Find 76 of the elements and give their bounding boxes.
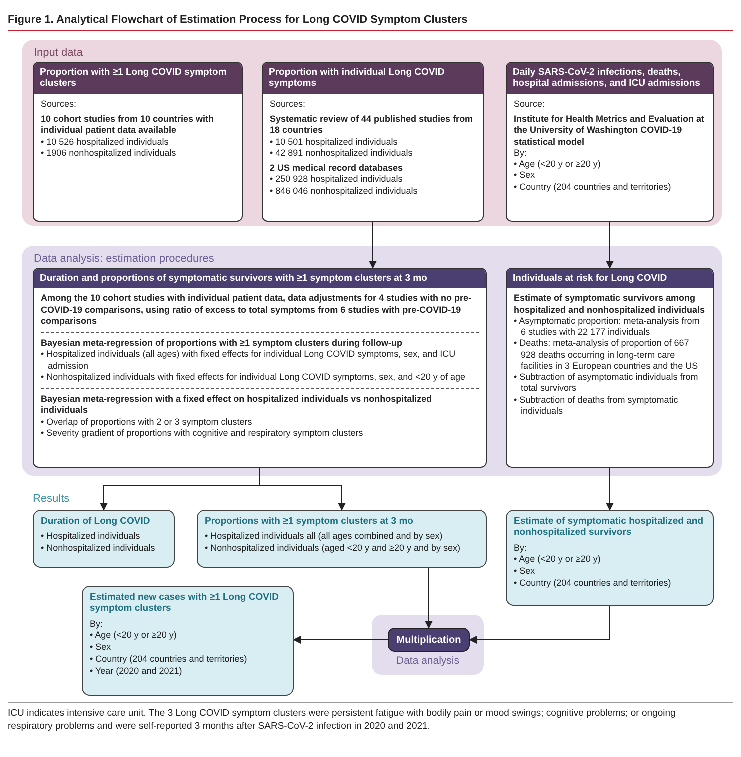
group-panel bbox=[372, 615, 484, 675]
group-label: Data analysis: estimation procedures bbox=[34, 252, 214, 267]
process-pill: Multiplication bbox=[388, 628, 470, 652]
body-text: By: bbox=[90, 618, 104, 630]
result-card bbox=[82, 586, 294, 696]
process-card bbox=[506, 268, 714, 468]
group-panel bbox=[22, 246, 722, 476]
arrow bbox=[606, 222, 614, 269]
process-card bbox=[33, 268, 487, 468]
bold-text: 10 cohort studies from 10 countries with individual patient data available bbox=[41, 114, 216, 137]
card-heading: Proportions with ≥1 symptom clusters at 3 mo bbox=[205, 516, 414, 528]
bullet-item: • Country (204 countries and territories) bbox=[514, 182, 672, 193]
caption-text: ICU indicates intensive care unit. The 3 Long COVID symptom clusters were persistent fatigue with bodily pain or mood swings; cognitive problems; or ongoing respiratory problems and were self-reported 3 months after SARS-CoV-2 infection in 2020 and 2021. bbox=[8, 708, 677, 734]
bullet-item: • 1906 nonhospitalized individuals bbox=[41, 148, 178, 160]
arrow bbox=[369, 222, 377, 269]
card-heading: Estimated new cases with ≥1 Long COVID symptom clusters bbox=[90, 592, 280, 615]
bullet-item: • Asymptomatic proportion: meta-analysis from 6 studies with 22 177 individuals bbox=[514, 316, 701, 338]
bullet-item: • Hospitalized individuals bbox=[41, 531, 142, 544]
arrow bbox=[293, 636, 388, 644]
process-card bbox=[33, 62, 243, 222]
card-header: Proportion with individual Long COVID symptoms bbox=[263, 63, 483, 94]
bullet-item: • 250 928 hospitalized individuals bbox=[270, 174, 404, 186]
group-label: Data analysis bbox=[395, 654, 461, 670]
card-heading: Estimate of symptomatic hospitalized and nonhospitalized survivors bbox=[514, 516, 705, 539]
arrow bbox=[469, 606, 610, 644]
body-text: By: bbox=[514, 148, 528, 160]
bullet-item: • Country (204 countries and territories) bbox=[514, 578, 672, 590]
card-header: Individuals at risk for Long COVID bbox=[507, 269, 713, 288]
bullet-item: • Subtraction of deaths from symptomatic individuals bbox=[514, 394, 680, 418]
bullet-item: • Sex bbox=[514, 566, 536, 578]
process-card bbox=[506, 62, 714, 222]
card-header: Proportion with ≥1 Long COVID symptom clusters bbox=[34, 63, 242, 94]
body-text: Source: bbox=[514, 98, 546, 110]
result-card bbox=[33, 510, 175, 568]
card-header: Duration and proportions of symptomatic survivors with ≥1 symptom clusters at 3 mo bbox=[34, 269, 486, 288]
body-text: Sources: bbox=[41, 98, 78, 110]
arrow bbox=[606, 468, 614, 511]
bullet-item: • Sex bbox=[90, 642, 112, 654]
bullet-item: • Age (<20 y or ≥20 y) bbox=[90, 630, 178, 642]
bullet-item: • Hospitalized individuals (all ages) with fixed effects for individual Long COVID symptoms, sex, and ICU admission bbox=[41, 349, 457, 372]
group-label: Input data bbox=[34, 46, 83, 61]
bullet-item: • Year (2020 and 2021) bbox=[90, 666, 184, 678]
group-panel bbox=[22, 40, 722, 226]
result-card bbox=[197, 510, 487, 568]
bullet-item: • Deaths: meta-analysis of proportion of 667 928 deaths occurring in long-term care facilities in 3 European countries and the US bbox=[514, 338, 700, 372]
bold-text: Bayesian meta-regression of proportions with ≥1 symptom clusters during follow-up bbox=[41, 338, 404, 350]
arrow bbox=[425, 568, 433, 629]
bullet-item: • Country (204 countries and territories) bbox=[90, 654, 248, 666]
body-text: Sources: bbox=[270, 98, 307, 110]
result-card bbox=[506, 510, 714, 606]
bullet-item: • Nonhospitalized individuals (aged <20 y and ≥20 y and by sex) bbox=[205, 543, 462, 555]
bullet-item: • Sex bbox=[514, 170, 536, 182]
card-header: Daily SARS-CoV-2 infections, deaths, hospital admissions, and ICU admissions bbox=[507, 63, 713, 94]
bullet-item: • Overlap of proportions with 2 or 3 symptom clusters bbox=[41, 416, 254, 428]
bullet-item: • Age (<20 y or ≥20 y) bbox=[514, 159, 602, 170]
bullet-item: • Severity gradient of proportions with cognitive and respiratory symptom clusters bbox=[41, 428, 364, 440]
figure-title: Figure 1. Analytical Flowchart of Estimation Process for Long COVID Symptom Clusters bbox=[8, 13, 468, 28]
card-heading: Duration of Long COVID bbox=[41, 516, 152, 528]
bold-text: 2 US medical record databases bbox=[270, 163, 404, 174]
bullet-item: • Hospitalized individuals all (all ages combined and by sex) bbox=[205, 531, 444, 544]
bullet-item: • 10 501 hospitalized individuals bbox=[270, 136, 399, 148]
bold-text: Systematic review of 44 published studies from 18 countries bbox=[270, 114, 474, 137]
bullet-item: • 846 046 nonhospitalized individuals bbox=[270, 186, 419, 197]
body-text: By: bbox=[514, 542, 528, 554]
bold-text: Bayesian meta-regression with a fixed effect on hospitalized individuals vs nonhospitalized individuals bbox=[41, 394, 434, 417]
bullet-item: • Age (<20 y or ≥20 y) bbox=[514, 554, 602, 566]
bullet-item: • Nonhospitalized individuals with fixed effects for individual Long COVID symptoms, sex, and <20 y of age bbox=[41, 372, 466, 384]
bullet-item: • 42 891 nonhospitalized individuals bbox=[270, 148, 414, 160]
bold-text: Estimate of symptomatic survivors among hospitalized and nonhospitalized individuals bbox=[514, 293, 706, 316]
bold-text: Institute for Health Metrics and Evaluation at the University of Washington COVID-19 statistical model bbox=[514, 114, 706, 148]
process-card bbox=[262, 62, 484, 222]
section-label: Results bbox=[33, 492, 70, 507]
bullet-item: • Nonhospitalized individuals bbox=[41, 543, 156, 555]
bullet-item: • 10 526 hospitalized individuals bbox=[41, 136, 170, 148]
bold-text: Among the 10 cohort studies with individual patient data, data adjustments for 4 studies with no pre-COVID-19 comparisons, using ratio of excess to total symptoms from 6 studies with pre-COVID-19 comparisons bbox=[41, 293, 473, 328]
bullet-item: • Subtraction of asymptomatic individuals from total survivors bbox=[514, 372, 700, 395]
